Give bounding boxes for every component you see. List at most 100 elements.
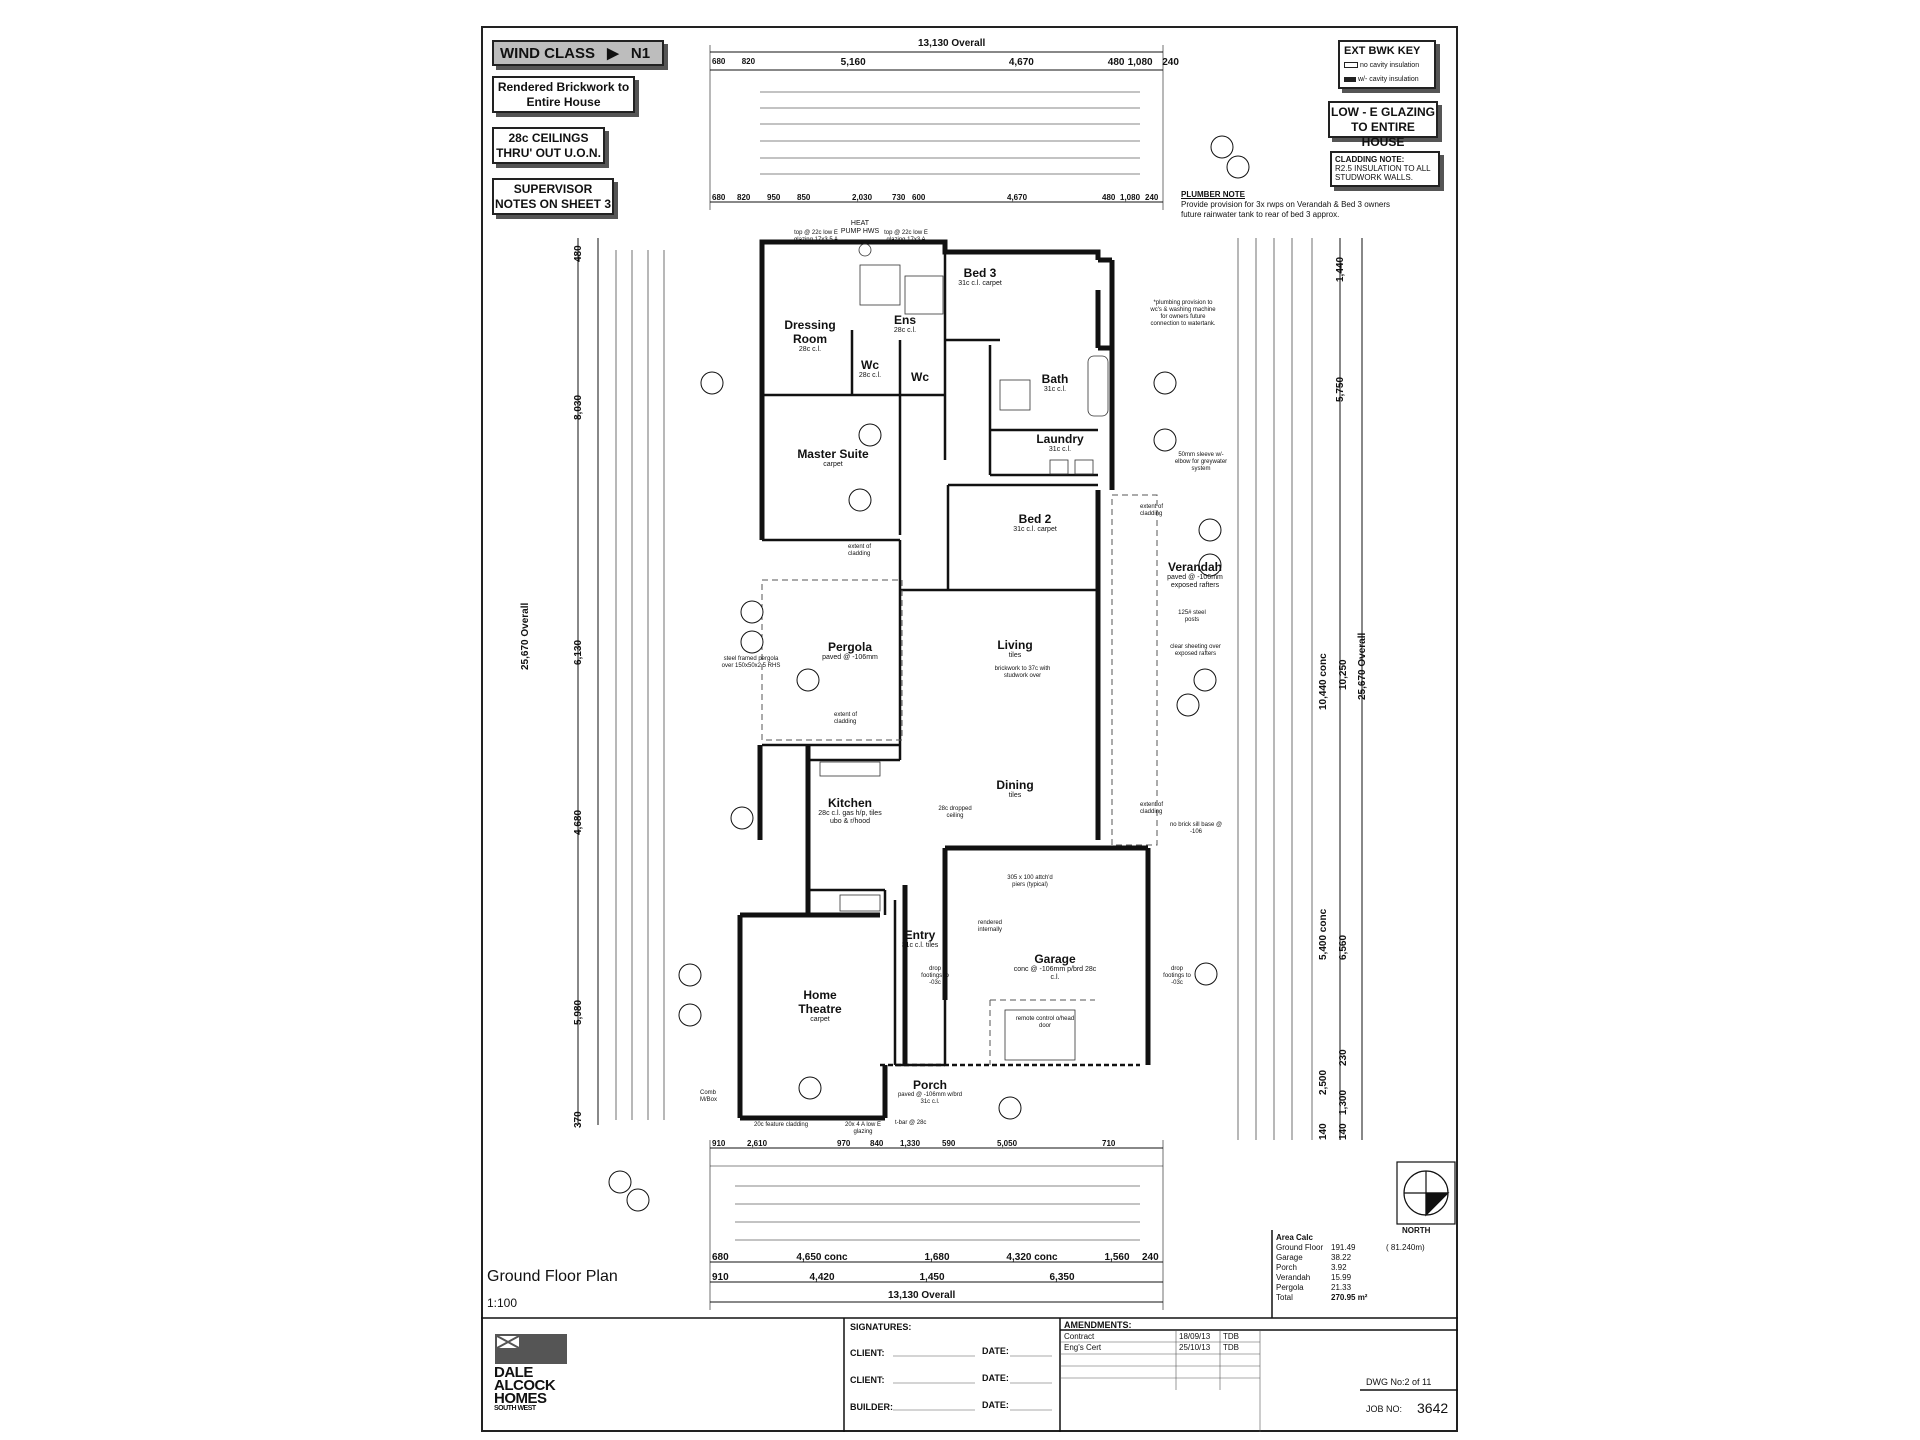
comb-box-note: Comb M/Box bbox=[700, 1090, 718, 1103]
amendments-label: AMENDMENTS: bbox=[1064, 1320, 1132, 1330]
ceilings-note: 28c CEILINGS THRU' OUT U.O.N. bbox=[492, 127, 605, 164]
remote-door-note: remote control o/head door bbox=[1015, 1016, 1075, 1029]
right-dim-140a: 140 bbox=[1318, 1123, 1329, 1140]
rendered-internally-note: rendered internally bbox=[977, 920, 1003, 933]
feature-cladding-note: 20c feature cladding bbox=[754, 1122, 809, 1128]
left-dim-seg-6: 370 bbox=[573, 1111, 584, 1128]
room-wc-2: Wc bbox=[911, 370, 929, 384]
low-e-glazing-note: LOW - E GLAZING TO ENTIRE HOUSE bbox=[1328, 101, 1438, 149]
cladding-note: CLADDING NOTE: R2.5 INSULATION TO ALL ST… bbox=[1330, 151, 1440, 187]
date-label-2: DATE: bbox=[982, 1373, 1009, 1383]
rendered-brickwork-note: Rendered Brickwork to Entire House bbox=[492, 76, 635, 113]
plumber-note: PLUMBER NOTE Provide provision for 3x rw… bbox=[1181, 190, 1391, 219]
bottom-dim-row1: 910 2,610 970 840 1,330 590 5,050 710 bbox=[712, 1139, 1116, 1148]
right-overall-dim: 25,670 Overall bbox=[1357, 632, 1368, 700]
extent-cladding-note-1: extent of cladding bbox=[1140, 504, 1164, 517]
left-dim-seg-3: 6,130 bbox=[573, 639, 584, 665]
builder-label: BUILDER: bbox=[850, 1402, 893, 1412]
wind-class-label: WIND CLASS bbox=[500, 45, 595, 62]
plan-title: Ground Floor Plan bbox=[487, 1268, 618, 1285]
top-glazing-note-2: top @ 22c low E glazing 17x3 A bbox=[884, 230, 928, 243]
right-dim-140b: 140 bbox=[1338, 1123, 1349, 1140]
right-dim-5400: 5,400 conc bbox=[1318, 908, 1329, 960]
piers-note: 305 x 100 attch'd piers (typical) bbox=[1007, 875, 1053, 888]
drop-footings-note-2: drop footings to -03c bbox=[1163, 966, 1191, 986]
north-arrow-icon bbox=[1396, 1161, 1456, 1225]
client-label-2: CLIENT: bbox=[850, 1375, 885, 1385]
left-dim-seg-2: 8,030 bbox=[573, 394, 584, 420]
client-label-1: CLIENT: bbox=[850, 1348, 885, 1358]
extent-cladding-note-4: extent of cladding bbox=[1140, 802, 1164, 815]
signatures-label: SIGNATURES: bbox=[850, 1322, 912, 1332]
top-dim-row: 680 820 5,160 4,670 480 1,080 240 bbox=[712, 57, 1179, 68]
wind-class-value: N1 bbox=[630, 45, 651, 62]
left-overall-dim: 25,670 Overall bbox=[520, 602, 531, 670]
extent-cladding-note-2: extent of cladding bbox=[848, 544, 872, 557]
right-dim-5750: 5,750 bbox=[1335, 376, 1346, 402]
job-number: 3642 bbox=[1417, 1400, 1449, 1416]
extent-cladding-note-3: extent of cladding bbox=[834, 712, 858, 725]
bottom-dim-last-row: 910 4,420 1,450 6,350 bbox=[712, 1272, 1075, 1283]
brickwork-note: brickwork to 37c with studwork over bbox=[994, 666, 1051, 679]
north-label: NORTH bbox=[1402, 1226, 1431, 1235]
right-dim-10440: 10,440 conc bbox=[1318, 653, 1329, 710]
clear-sheeting-note: clear sheeting over exposed rafters bbox=[1170, 644, 1221, 657]
right-dim-6560: 6,560 bbox=[1338, 934, 1349, 960]
heat-pump-note: HEAT PUMP HWS bbox=[840, 220, 880, 235]
wind-class-box: WIND CLASS ▶ N1 bbox=[492, 40, 664, 66]
tbar-note: t-bar @ 28c bbox=[895, 1120, 927, 1126]
date-label-1: DATE: bbox=[982, 1346, 1009, 1356]
date-label-3: DATE: bbox=[982, 1400, 1009, 1410]
bottom-dim-conc-row: 680 4,650 conc 1,680 4,320 conc 1,560 24… bbox=[712, 1252, 1159, 1263]
low-e-porch-note: 20x 4 A low E glazing bbox=[844, 1122, 882, 1135]
left-dim-seg-4: 4,680 bbox=[573, 809, 584, 835]
dwg-number: DWG No:2 of 11 bbox=[1366, 1377, 1432, 1387]
supervisor-note: SUPERVISOR NOTES ON SHEET 3 bbox=[492, 178, 614, 215]
steel-posts-note: 125# steel posts bbox=[1178, 610, 1206, 623]
right-dim-1300: 1,300 bbox=[1338, 1089, 1349, 1115]
arrow-right-icon: ▶ bbox=[607, 45, 619, 62]
bottom-overall-dim: 13,130 Overall bbox=[888, 1290, 956, 1301]
right-dim-2500: 2,500 bbox=[1318, 1069, 1329, 1095]
right-dim-1440: 1,440 bbox=[1335, 256, 1346, 282]
ext-bwk-key: EXT BWK KEY no cavity insulation w/- cav… bbox=[1338, 40, 1436, 89]
amend-row: Contract 18/09/13 TDB bbox=[1064, 1332, 1239, 1341]
job-number-label: JOB NO: bbox=[1366, 1404, 1403, 1414]
drop-footings-note-1: drop footings to -03c bbox=[921, 966, 949, 986]
right-dim-10250: 10,250 bbox=[1338, 659, 1349, 690]
plumbing-provision-note: *plumbing provision to wc's & washing ma… bbox=[1150, 300, 1216, 327]
logo-flag-icon bbox=[495, 1334, 567, 1364]
left-dim-seg-1: 480 bbox=[573, 245, 584, 262]
top-glazing-note-1: top @ 22c low E glazing 17x3.5 A bbox=[793, 230, 839, 243]
top-dim-bottom-row: 680 820 950 850 2,030 730 600 4,670 480 … bbox=[712, 193, 1159, 202]
left-dim-seg-5: 5,980 bbox=[573, 999, 584, 1025]
dropped-ceiling-note: 28c dropped ceiling bbox=[938, 806, 972, 819]
steel-framed-pergola-note: steel framed pergola over 150x50x2.5 RHS bbox=[721, 656, 781, 669]
amend-row: Eng's Cert 25/10/13 TDB bbox=[1064, 1343, 1239, 1352]
greywater-sleeve-note: 50mm sleeve w/- elbow for greywater syst… bbox=[1174, 452, 1228, 472]
